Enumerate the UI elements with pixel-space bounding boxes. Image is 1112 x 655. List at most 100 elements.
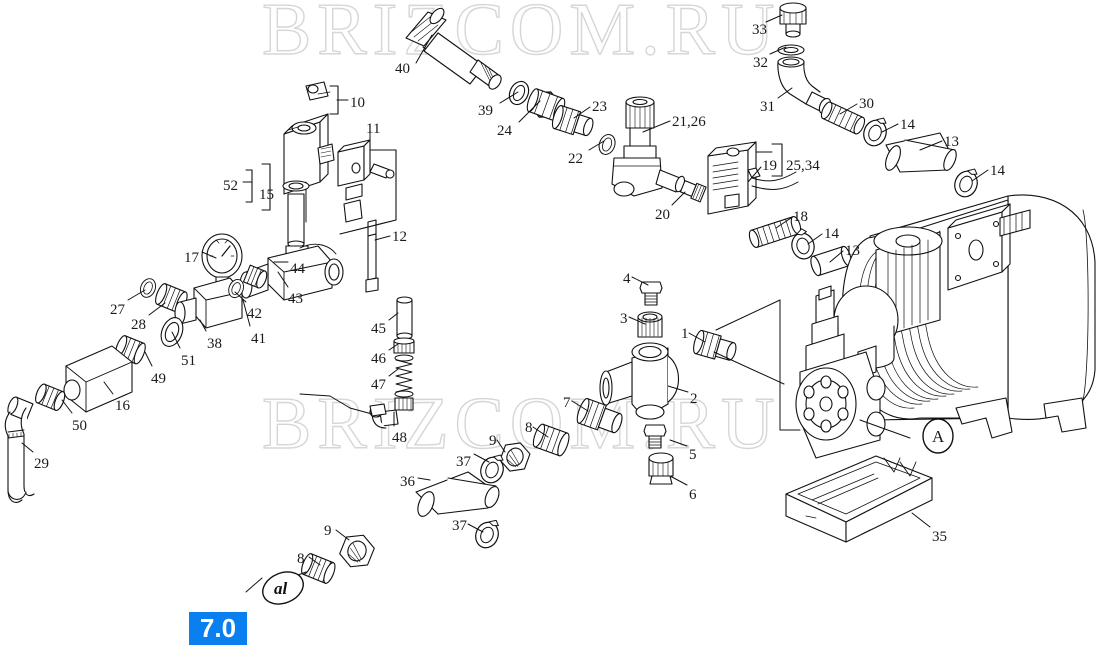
part-number-6: 6 [689, 487, 697, 503]
leader-line-21-26 [642, 120, 671, 133]
leader-line-28 [148, 302, 166, 316]
leader-line-37 [473, 453, 490, 463]
part-number-15: 15 [259, 187, 274, 203]
part-number-11: 11 [366, 121, 381, 137]
leader-line-33 [765, 14, 783, 23]
leader-line-46 [388, 343, 399, 351]
leader-line-9 [496, 439, 506, 453]
part-number-13: 13 [845, 243, 860, 259]
part-number-16: 16 [115, 398, 130, 414]
leader-line-14 [881, 123, 899, 133]
part-number-48: 48 [392, 430, 407, 446]
part-number-2: 2 [690, 391, 698, 407]
leader-line-40 [415, 34, 433, 64]
leader-line-19 [747, 166, 762, 183]
leader-line-47 [388, 368, 399, 377]
part-number-46: 46 [371, 351, 386, 367]
leader-line-13 [829, 250, 844, 263]
watermark-top: BRIZCOM.RU [261, 0, 781, 72]
leader-line-51 [171, 331, 181, 349]
part-number-21-26: 21,26 [672, 114, 706, 130]
part-number-18: 18 [793, 209, 808, 225]
leader-line-32 [769, 46, 787, 55]
leader-line-22 [588, 140, 605, 151]
part-number-43: 43 [288, 291, 303, 307]
leader-line-38 [199, 319, 207, 332]
leader-line-8 [308, 556, 321, 566]
part-number-14: 14 [990, 163, 1005, 179]
part-number-17: 17 [184, 250, 199, 266]
leader-line-3 [628, 316, 646, 325]
part-number-14: 14 [824, 226, 839, 242]
leader-line-14 [807, 233, 823, 245]
part-number-49: 49 [151, 371, 166, 387]
part-number-24: 24 [497, 123, 512, 139]
part-number-33: 33 [752, 22, 767, 38]
part-number-9: 9 [324, 523, 332, 539]
part-number-8: 8 [525, 420, 533, 436]
part-number-29: 29 [34, 456, 49, 472]
part-number-31: 31 [760, 99, 775, 115]
leader-line-39 [499, 91, 519, 104]
part-number-4: 4 [623, 271, 631, 287]
leader-line-1 [688, 332, 706, 343]
version-badge: 7.0 [189, 612, 247, 645]
part-number-40: 40 [395, 61, 410, 77]
part-number-20: 20 [655, 207, 670, 223]
leader-line-45 [388, 312, 399, 321]
part-number-8: 8 [297, 551, 305, 567]
leader-line-7 [571, 400, 589, 412]
part-number-14: 14 [900, 117, 915, 133]
part-number-22: 22 [568, 151, 583, 167]
part-number-5: 5 [689, 447, 697, 463]
part-number-28: 28 [131, 317, 146, 333]
leader-line-30 [839, 103, 858, 115]
leader-line-29 [21, 442, 34, 453]
leader-line-4 [631, 276, 649, 286]
part-number-38: 38 [207, 336, 222, 352]
part-number-37: 37 [452, 518, 467, 534]
leader-line-13 [919, 140, 943, 151]
leader-line-36 [417, 477, 431, 481]
part-number-50: 50 [72, 418, 87, 434]
part-number-13: 13 [944, 134, 959, 150]
part-number-39: 39 [478, 103, 493, 119]
part-number-41: 41 [251, 331, 266, 347]
part-number-45: 45 [371, 321, 386, 337]
leader-line-27 [127, 289, 146, 301]
part-number-1: 1 [681, 326, 689, 342]
part-number-51: 51 [181, 353, 196, 369]
leader-line-50 [61, 399, 73, 414]
leader-line-35 [911, 512, 931, 528]
leader-line-42 [234, 291, 247, 303]
leader-line-5 [669, 439, 688, 447]
leader-line-2 [667, 385, 689, 393]
part-number-25-34: 25,34 [786, 158, 820, 174]
part-number-42: 42 [247, 306, 262, 322]
part-number-23: 23 [592, 99, 607, 115]
part-number-36: 36 [400, 474, 415, 490]
leader-line-18 [775, 217, 792, 229]
part-number-30: 30 [859, 96, 874, 112]
leader-line-16 [103, 381, 114, 395]
part-number-52: 52 [223, 178, 238, 194]
leader-line-6 [669, 475, 688, 486]
part-number-32: 32 [753, 55, 768, 71]
leader-line-23 [573, 106, 591, 119]
leader-line-43 [277, 271, 289, 288]
leader-line-20 [671, 191, 686, 206]
leader-line-37 [467, 523, 484, 533]
part-number-35: 35 [932, 529, 947, 545]
leader-line-31 [777, 87, 793, 99]
callout-a: A [932, 427, 945, 446]
leader-line-9 [335, 529, 350, 541]
leader-line-24 [518, 100, 541, 123]
part-number-10: 10 [350, 95, 365, 111]
part-number-37: 37 [456, 454, 471, 470]
part-number-19: 19 [762, 158, 777, 174]
leader-line-49 [144, 351, 153, 367]
leader-line-14 [971, 169, 989, 182]
leader-line-41 [242, 299, 251, 327]
